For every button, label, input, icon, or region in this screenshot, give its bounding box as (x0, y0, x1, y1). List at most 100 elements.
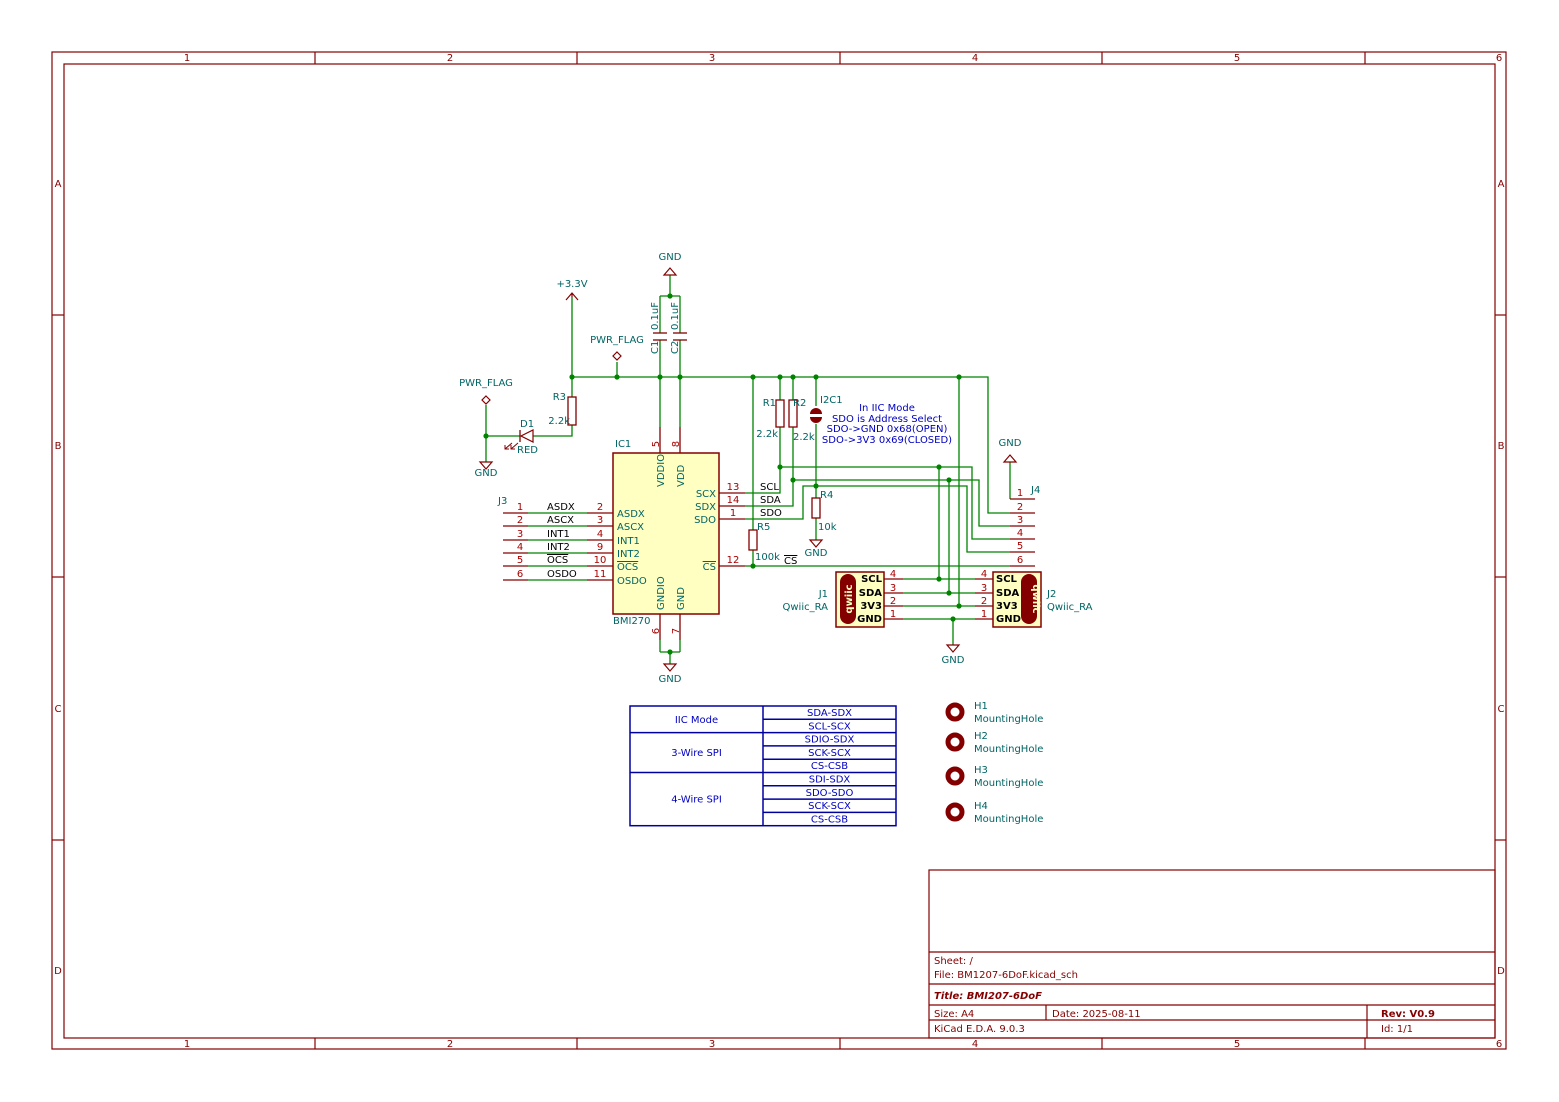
junction-dot (790, 374, 796, 380)
junction-dot (956, 374, 962, 380)
resistor-r5 (748, 529, 758, 551)
row-label: C (55, 704, 62, 715)
ref-label: H1 (974, 701, 988, 712)
pin-name: SCL (996, 574, 1018, 585)
row-label: C (1498, 704, 1505, 715)
net-sda (793, 479, 1010, 527)
row-label: D (1497, 966, 1505, 977)
table-map-cell: SDA-SDX (807, 708, 852, 719)
ref-label: R1 (763, 398, 776, 409)
junction-dot (677, 374, 683, 380)
junction-dot (750, 563, 756, 569)
junction-dot (614, 374, 620, 380)
pin-name: ASDX (617, 509, 645, 520)
pin-name: SDO (694, 515, 716, 526)
net-label: INT1 (547, 529, 570, 540)
column-label: 4 (972, 53, 978, 64)
column-label: 4 (972, 1039, 978, 1050)
pin-name: CS (703, 562, 716, 573)
value-label: RED (517, 445, 538, 456)
ref-label: R3 (553, 392, 566, 403)
note-line: SDO is Address Select (832, 414, 942, 425)
net-label: SDO (760, 508, 782, 519)
ground-icon (1002, 454, 1018, 463)
junction-dot (936, 576, 942, 582)
ref-label: I2C1 (820, 395, 843, 406)
resistor-r4 (811, 497, 821, 519)
ground-icon (662, 663, 678, 672)
mounting-hole-icon (945, 802, 965, 822)
mounting-hole-icon (945, 766, 965, 786)
ground-icon (662, 267, 678, 276)
table-map-cell: SCK-SCX (808, 801, 851, 812)
table-map-cell: SDO-SDO (806, 788, 854, 799)
gnd-label: GND (659, 252, 682, 263)
ref-label: C2 (670, 341, 681, 354)
ref-label: J2 (1046, 589, 1056, 600)
junction-dot (956, 603, 962, 609)
pin-number: 2 (597, 502, 603, 513)
column-label: 1 (184, 53, 190, 64)
value-label: MountingHole (974, 814, 1043, 825)
junction-dot (777, 374, 783, 380)
ref-label: H2 (974, 731, 988, 742)
junction-dot (813, 374, 819, 380)
qwiic-logo-text: qwiic (1030, 584, 1041, 613)
resistor-r3 (567, 396, 577, 426)
qwiic-logo-icon (1021, 574, 1037, 624)
value-label: 2.2k (756, 429, 778, 440)
net-label: INT2 (547, 542, 570, 553)
mounting-hole-icon (945, 702, 965, 722)
pin-number: 4 (517, 542, 523, 553)
junction-dot (667, 649, 673, 655)
outer-border (51, 51, 1507, 1050)
table-map-cell: CS-CSB (811, 761, 848, 772)
junction-dot (667, 293, 673, 299)
row-label: A (55, 179, 62, 190)
net-label: ASDX (547, 502, 575, 513)
value-label: Qwiic_RA (1047, 602, 1093, 613)
pin-number: 3 (981, 583, 987, 594)
pwr-flag-icon (612, 351, 622, 361)
gnd-label: GND (475, 468, 498, 479)
qwiic-logo-text: qwiic (844, 584, 855, 613)
file-name: File: BM1207-6DoF.kicad_sch (934, 970, 1078, 981)
ref-label: H4 (974, 801, 988, 812)
value-label: 10k (818, 522, 837, 533)
pin-name: VDD (676, 464, 687, 487)
row-label: D (54, 966, 62, 977)
junction-dot (569, 374, 575, 380)
row-label: A (1498, 179, 1505, 190)
column-label: 3 (709, 53, 715, 64)
note-line: SDO->GND 0x68(OPEN) (827, 424, 948, 435)
net-label: OSDO (547, 569, 577, 580)
pin-name: SDX (695, 502, 716, 513)
net-label: ASCX (547, 515, 574, 526)
led-icon (519, 429, 534, 443)
table-mode-cell: IIC Mode (675, 715, 718, 726)
pin-number: 5 (517, 555, 523, 566)
ground-icon (945, 644, 961, 653)
table-map-cell: SDI-SDX (809, 775, 851, 786)
net-label: SDA (760, 495, 781, 506)
tool-version: KiCad E.D.A. 9.0.3 (934, 1024, 1025, 1035)
gnd-symbol (1002, 454, 1018, 463)
solder-jumper-icon (810, 408, 822, 414)
sheet-name: Sheet: / (934, 956, 973, 967)
junction-dot (790, 477, 796, 483)
row-label: B (55, 441, 62, 452)
pin-number: 2 (1017, 502, 1023, 513)
table-mode-cell: 3-Wire SPI (671, 748, 722, 759)
net-scl (745, 427, 781, 494)
pin-number: 6 (1017, 555, 1023, 566)
column-label: 2 (447, 53, 453, 64)
row-label: B (1498, 441, 1505, 452)
qwiic-logo-icon (840, 574, 856, 624)
wires (483, 275, 1011, 664)
inner-border (63, 63, 1496, 1039)
pin-number: 1 (1017, 488, 1023, 499)
